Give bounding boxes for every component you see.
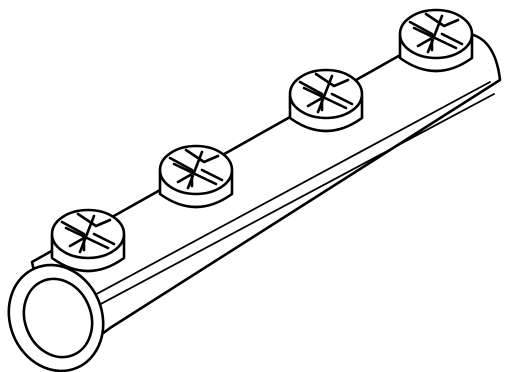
bolt-head-3 [288, 68, 364, 133]
connector-sleeve [30, 31, 502, 352]
bolt-2-slot-a [168, 148, 224, 188]
bolt-1-slot-a [60, 212, 116, 252]
bolt-2-slot-b [172, 150, 218, 190]
bolt-head-4 [398, 8, 474, 73]
bolt-4-slot-a [408, 12, 464, 52]
bolt-3-slot-b [302, 74, 348, 114]
bolt-3-slot-a [298, 72, 354, 112]
bolt-4-slot-b [412, 14, 458, 54]
bolt-1-slot-b [64, 214, 110, 254]
sleeve-open-end [7, 263, 105, 372]
sleeve-highlight-upper [77, 81, 491, 305]
sleeve-rim-inner [22, 277, 94, 359]
sleeve-highlight-lower [81, 93, 495, 315]
bolt-head-2 [158, 144, 234, 209]
bolt-head-1 [50, 208, 126, 273]
